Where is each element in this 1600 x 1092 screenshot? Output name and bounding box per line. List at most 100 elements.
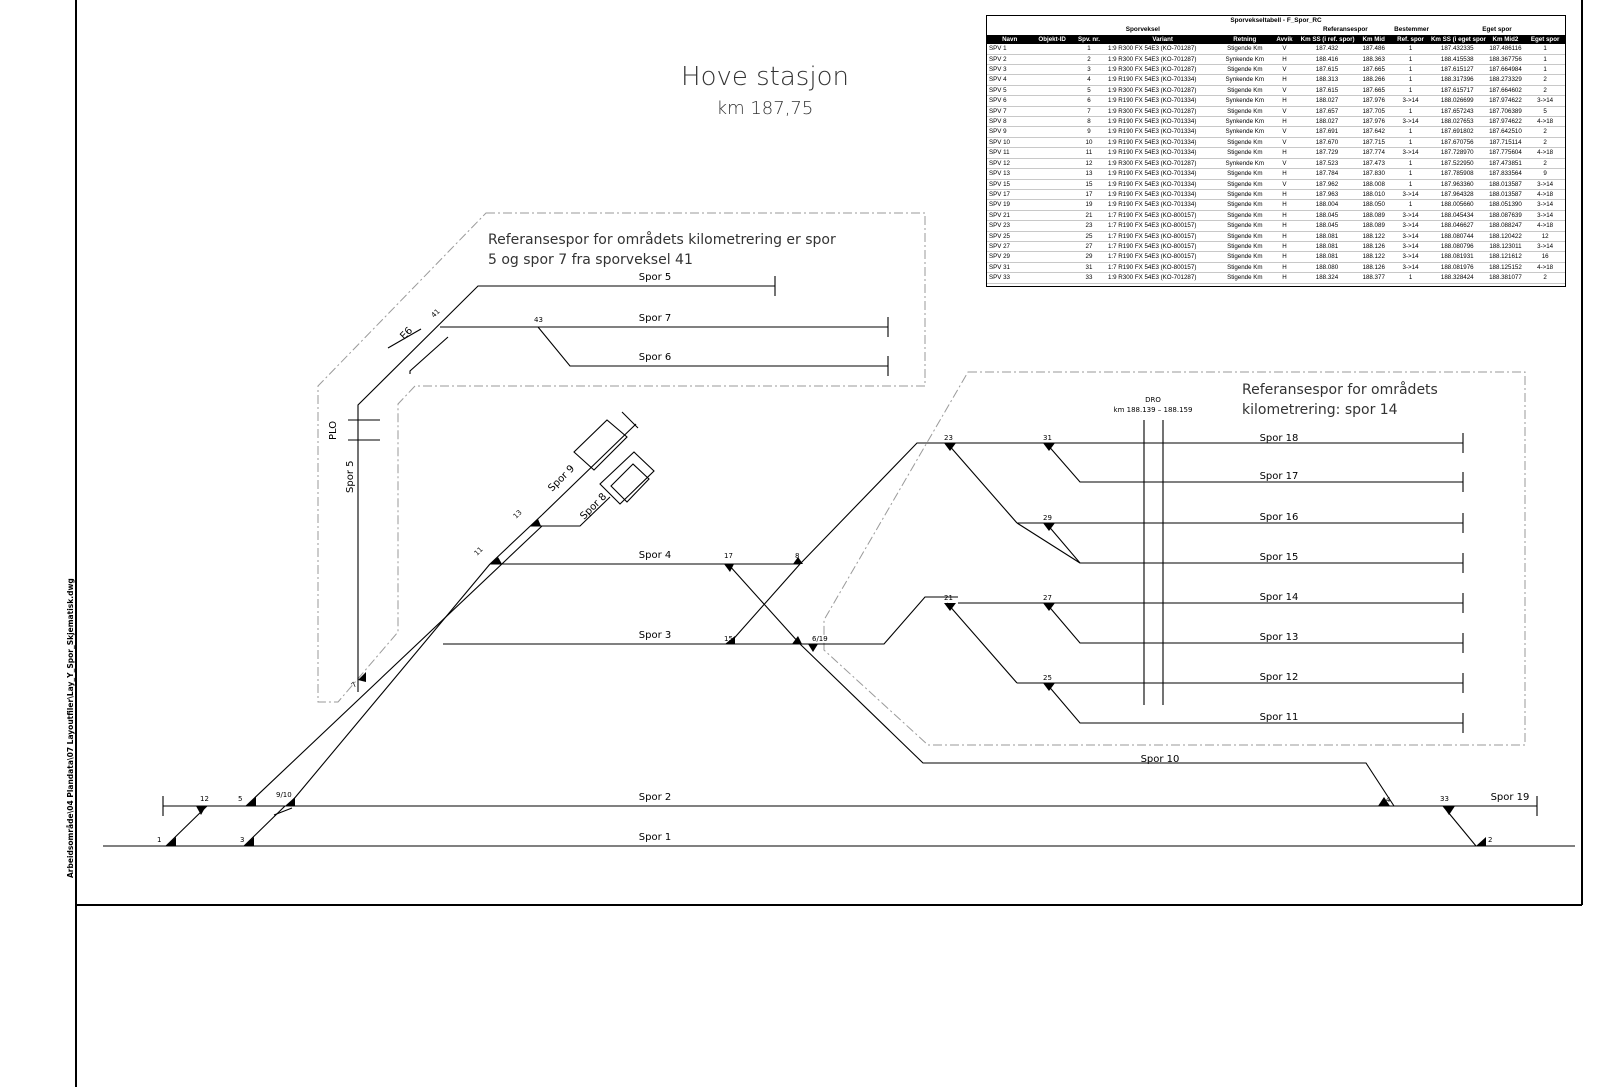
table-cell: 1:7 R190 FX 54E3 (KO-800157) (1105, 262, 1220, 274)
table-cell: 1:9 R300 FX 54E3 (KO-701287) (1105, 54, 1220, 66)
table-cell (1032, 241, 1072, 253)
switch-2-marker[interactable] (1476, 837, 1486, 846)
table-cell: H (1270, 95, 1299, 107)
track-spor-18 (799, 442, 1463, 565)
label-spor-13: Spor 13 (1260, 632, 1299, 643)
switch-6-19a-marker[interactable] (792, 636, 802, 644)
table-cell: H (1270, 189, 1299, 201)
table-cell: V (1270, 106, 1299, 118)
branch-23 (946, 442, 1018, 524)
table-cell: 187.974622 (1485, 116, 1526, 128)
table-cell: 4->18 (1525, 147, 1565, 159)
table-cell: H (1270, 74, 1299, 86)
table-cell: 1 (1071, 44, 1106, 55)
label-e6: E6 (398, 325, 415, 342)
track-spor-5 (357, 285, 775, 692)
switch-17-marker[interactable] (724, 564, 734, 572)
table-cell (1032, 85, 1072, 97)
switch-9-10-marker[interactable] (285, 797, 295, 806)
table-cell: 188.008 (1355, 179, 1393, 190)
switch-8-marker[interactable] (793, 557, 803, 564)
table-cell: 187.615717 (1428, 85, 1486, 97)
table-cell: 3->14 (1392, 262, 1429, 274)
table-cell: 2 (1071, 54, 1106, 66)
table-cell: 4->18 (1525, 262, 1565, 274)
table-cell: 1 (1392, 168, 1429, 180)
table-cell: 188.328424 (1428, 272, 1486, 284)
table-cell: H (1270, 241, 1299, 253)
table-cell: 188.126 (1355, 262, 1393, 274)
table-cell: H (1270, 199, 1299, 211)
table-cell: 6 (1071, 95, 1106, 107)
table-cell: 13 (1071, 168, 1106, 180)
switch-13-marker[interactable] (530, 519, 541, 526)
table-cell: SPV 31 (987, 262, 1033, 274)
table-cell: H (1270, 272, 1299, 284)
table-cell: V (1270, 158, 1299, 170)
switch-29-marker[interactable] (1043, 523, 1055, 531)
table-cell: 1 (1392, 85, 1429, 97)
crossover-3-9-10 (243, 805, 286, 847)
switch-1-marker[interactable] (166, 837, 176, 846)
table-cell: 23 (1071, 220, 1106, 232)
table-cell: 8 (1071, 116, 1106, 128)
switch-11-marker[interactable] (490, 557, 502, 564)
switch-5-marker[interactable] (246, 797, 256, 806)
switch-25-marker[interactable] (1043, 683, 1055, 691)
table-cell: 188.087639 (1485, 210, 1526, 222)
track-spor-3 (443, 596, 958, 645)
switch-31-marker[interactable] (1043, 443, 1055, 451)
table-cell: 187.486116 (1485, 44, 1526, 55)
table-cell: 31 (1071, 262, 1106, 274)
table-cell (1032, 189, 1072, 201)
table-cell: 19 (1071, 199, 1106, 211)
switch-num-6-19: 6/19 (812, 635, 828, 643)
dro-km-label: km 188.139 – 188.159 (1114, 406, 1193, 414)
switch-33-marker[interactable] (1443, 806, 1455, 815)
table-cell: 188.004 (1298, 199, 1356, 211)
table-cell: 1 (1392, 126, 1429, 138)
table-cell: Synkende Km (1219, 158, 1271, 170)
switch-7-marker[interactable] (358, 672, 366, 682)
label-spor-18: Spor 18 (1260, 433, 1299, 444)
switch-12-marker[interactable] (196, 806, 206, 815)
table-cell: 188.045 (1298, 220, 1356, 232)
switch-num-43: 43 (534, 316, 543, 324)
switch-4-marker[interactable] (1378, 797, 1390, 806)
table-cell: 1:9 R190 FX 54E3 (KO-701334) (1105, 95, 1220, 107)
switch-21-marker[interactable] (944, 603, 956, 611)
e6-marker-b (409, 336, 449, 374)
table-cell: 1:7 R190 FX 54E3 (KO-800157) (1105, 251, 1220, 263)
switch-15-marker[interactable] (725, 636, 735, 644)
switch-num-17: 17 (724, 552, 733, 560)
switch-6-19b-marker[interactable] (808, 644, 818, 652)
table-cell: 3->14 (1525, 199, 1565, 211)
table-cell: 21 (1071, 210, 1106, 222)
table-cell: SPV 21 (987, 210, 1033, 222)
table-column-header: Km SS (i eget spor) (1428, 34, 1486, 45)
station-km: km 187,75 (717, 98, 814, 119)
table-cell: 188.051390 (1485, 199, 1526, 211)
table-cell: 187.833564 (1485, 168, 1526, 180)
table-cell (1032, 74, 1072, 86)
table-cell: 187.976 (1355, 95, 1393, 107)
reference-area-top (317, 212, 926, 703)
switch-3-marker[interactable] (244, 837, 254, 846)
table-cell: SPV 7 (987, 106, 1033, 118)
note-right-line2: kilometrering: spor 14 (1242, 402, 1398, 418)
switch-27-marker[interactable] (1043, 603, 1055, 611)
table-cell: Stigende Km (1219, 44, 1271, 55)
label-spor-15: Spor 15 (1260, 552, 1299, 563)
table-cell: Stigende Km (1219, 251, 1271, 263)
table-cell: 188.273329 (1485, 74, 1526, 86)
switch-23-marker[interactable] (944, 443, 956, 451)
table-cell: 25 (1071, 231, 1106, 242)
table-cell (1032, 231, 1072, 242)
table-cell: 10 (1071, 137, 1106, 149)
table-cell (1032, 179, 1072, 190)
table-cell: V (1270, 179, 1299, 190)
